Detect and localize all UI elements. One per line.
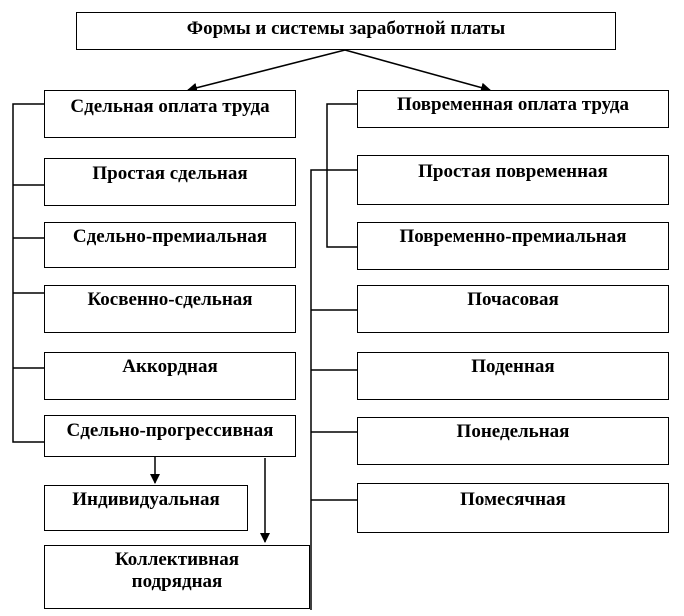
time-based-bracket bbox=[310, 169, 357, 610]
time-item-bonus: Повременно-премиальная bbox=[357, 222, 669, 270]
piecework-item-label: Косвенно-сдельная bbox=[87, 289, 253, 310]
time-item-label: Повременно-премиальная bbox=[399, 226, 627, 247]
arrow-title-to-piecework bbox=[187, 49, 346, 93]
piecework-header-box: Сдельная оплата труда bbox=[44, 90, 296, 138]
time-header-box: Повременная оплата труда bbox=[357, 90, 669, 128]
time-item-label: Простая повременная bbox=[418, 161, 608, 182]
time-premium-bracket bbox=[326, 103, 357, 248]
time-item-daily: Поденная bbox=[357, 352, 669, 400]
time-header-text: Повременная оплата труда bbox=[396, 94, 630, 115]
piecework-item-lump-sum: Аккордная bbox=[44, 352, 296, 400]
arrow-title-to-time-based bbox=[344, 49, 491, 93]
piecework-sub-label: Коллективная подрядная bbox=[114, 549, 240, 592]
piecework-item-progressive: Сдельно-прогрессивная bbox=[44, 415, 296, 457]
piecework-header-text: Сдельная оплата труда bbox=[70, 96, 270, 117]
piecework-item-label: Аккордная bbox=[122, 356, 218, 377]
time-item-hourly: Почасовая bbox=[357, 285, 669, 333]
piecework-sub-label: Индивидуальная bbox=[72, 489, 220, 510]
title-box: Формы и системы заработной платы bbox=[76, 12, 616, 50]
time-item-label: Поденная bbox=[471, 356, 555, 377]
piecework-sub-collective: Коллективная подрядная bbox=[44, 545, 310, 609]
piecework-sub-individual: Индивидуальная bbox=[44, 485, 248, 531]
piecework-bracket bbox=[12, 103, 44, 443]
piecework-item-label: Простая сдельная bbox=[92, 163, 248, 184]
piecework-item-bonus: Сдельно-премиальная bbox=[44, 222, 296, 268]
time-item-monthly: Помесячная bbox=[357, 483, 669, 533]
time-item-label: Почасовая bbox=[467, 289, 559, 310]
piecework-item-indirect: Косвенно-сдельная bbox=[44, 285, 296, 333]
piecework-item-label: Сдельно-прогрессивная bbox=[66, 420, 274, 441]
time-item-label: Понедельная bbox=[456, 421, 570, 442]
time-item-simple: Простая повременная bbox=[357, 155, 669, 205]
time-item-label: Помесячная bbox=[460, 489, 566, 510]
time-item-weekly: Понедельная bbox=[357, 417, 669, 465]
piecework-item-label: Сдельно-премиальная bbox=[72, 226, 268, 247]
piecework-item-simple: Простая сдельная bbox=[44, 158, 296, 206]
title-text: Формы и системы заработной платы bbox=[186, 18, 506, 39]
